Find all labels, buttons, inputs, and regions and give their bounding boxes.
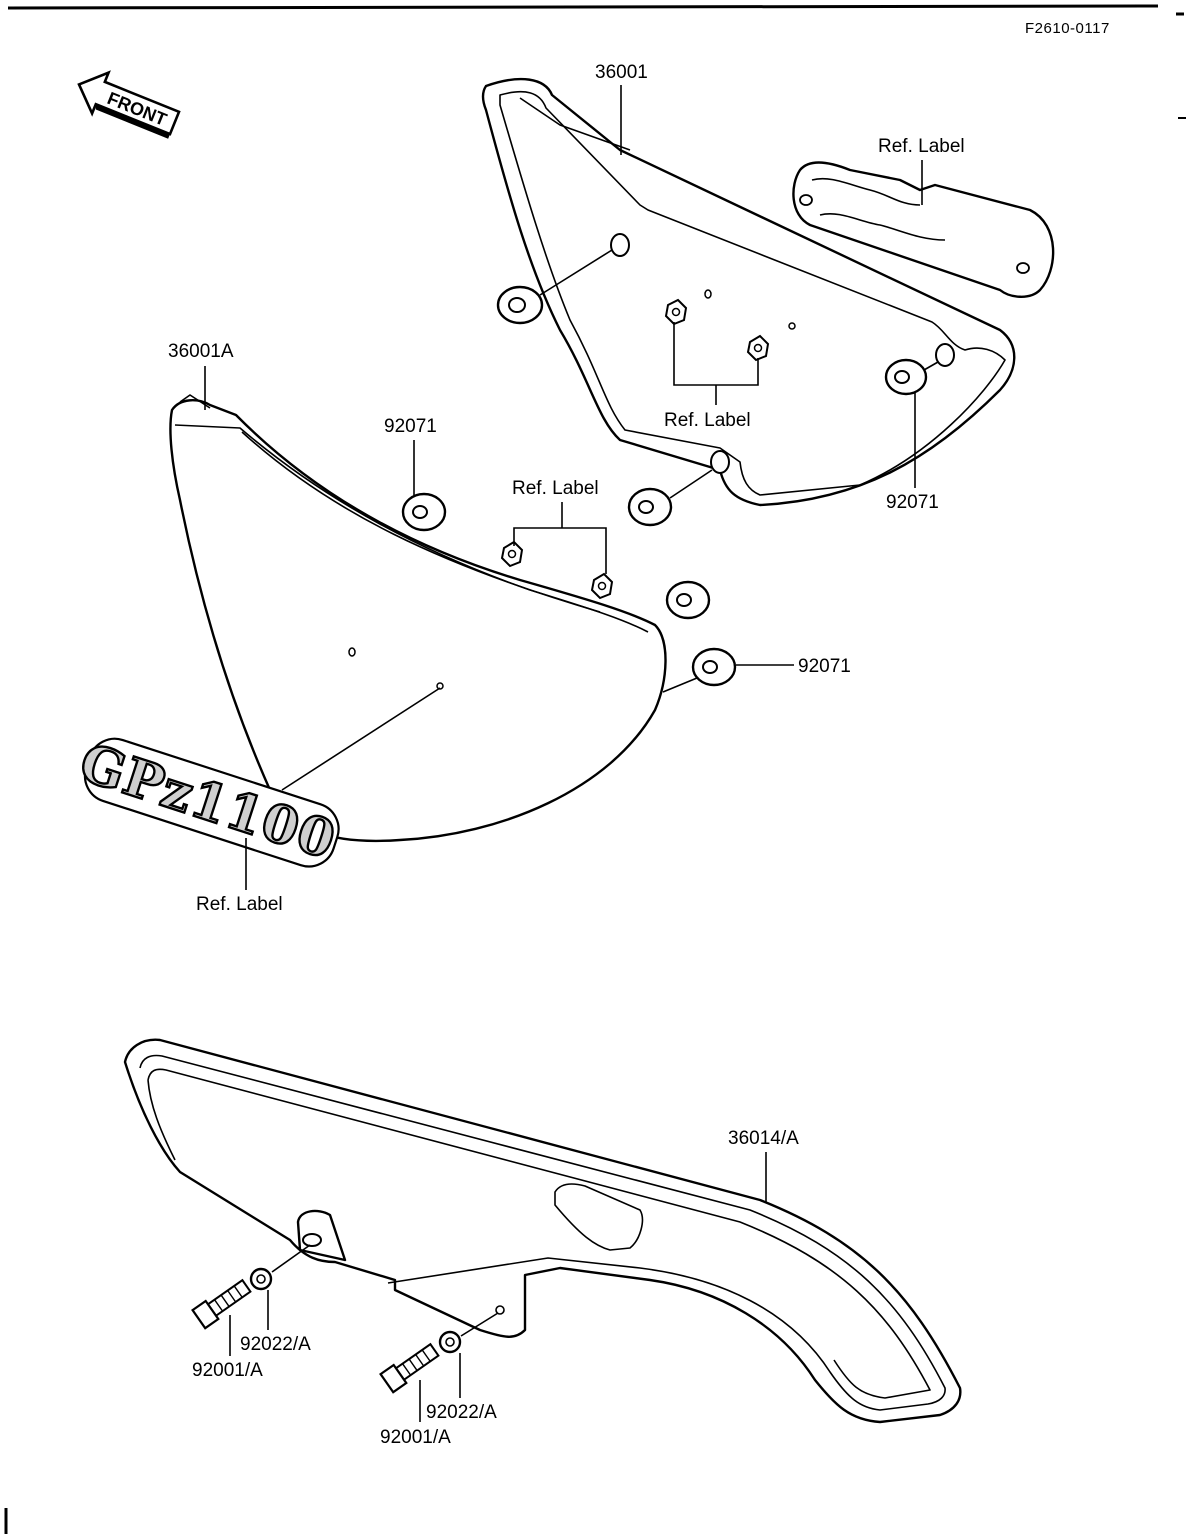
bolt-1 [191, 1278, 252, 1330]
nut-upper-2 [746, 334, 770, 362]
reference-label-plate [792, 161, 1055, 298]
grommet-upper-left [496, 285, 544, 325]
callout-bolt-92001a-1: 92001/A [192, 1360, 263, 1381]
callout-92071-upper-right: 92071 [886, 492, 939, 513]
callout-washer-92022a-2: 92022/A [426, 1402, 497, 1423]
grommet-lower-top [401, 492, 447, 532]
grommet-upper-right [884, 358, 928, 396]
side-cover-36001 [481, 78, 1016, 507]
callout-ref-label-upper: Ref. Label [878, 136, 965, 157]
callout-92071-lower-right: 92071 [798, 656, 851, 677]
page-code: F2610-0117 [1025, 20, 1110, 37]
callout-bolt-92001a-2: 92001/A [380, 1427, 451, 1448]
callout-ref-label-lower-nuts: Ref. Label [512, 478, 599, 499]
callout-92071-lower-top: 92071 [384, 416, 437, 437]
chain-cover-36014a [123, 1038, 962, 1424]
nut-lower-2 [590, 572, 614, 600]
top-border-line [7, 4, 1159, 10]
grommet-lower-mid [665, 580, 711, 620]
front-arrow-icon: FRONT [77, 70, 181, 139]
side-cover-36001a [169, 394, 667, 843]
callout-36001: 36001 [595, 62, 648, 83]
grommet-lower-right [691, 647, 737, 687]
callout-36014a: 36014/A [728, 1128, 799, 1149]
bolt-2 [379, 1342, 440, 1394]
washer-1 [249, 1267, 273, 1291]
grommet-upper-bottom [627, 487, 673, 527]
callout-ref-label-emblem: Ref. Label [196, 894, 283, 915]
callout-ref-label-upper-nuts: Ref. Label [664, 410, 751, 431]
nut-lower-1 [500, 540, 524, 568]
nut-upper-1 [664, 298, 688, 326]
washer-2 [438, 1330, 462, 1354]
callout-36001a: 36001A [168, 341, 234, 362]
callout-washer-92022a-1: 92022/A [240, 1334, 311, 1355]
